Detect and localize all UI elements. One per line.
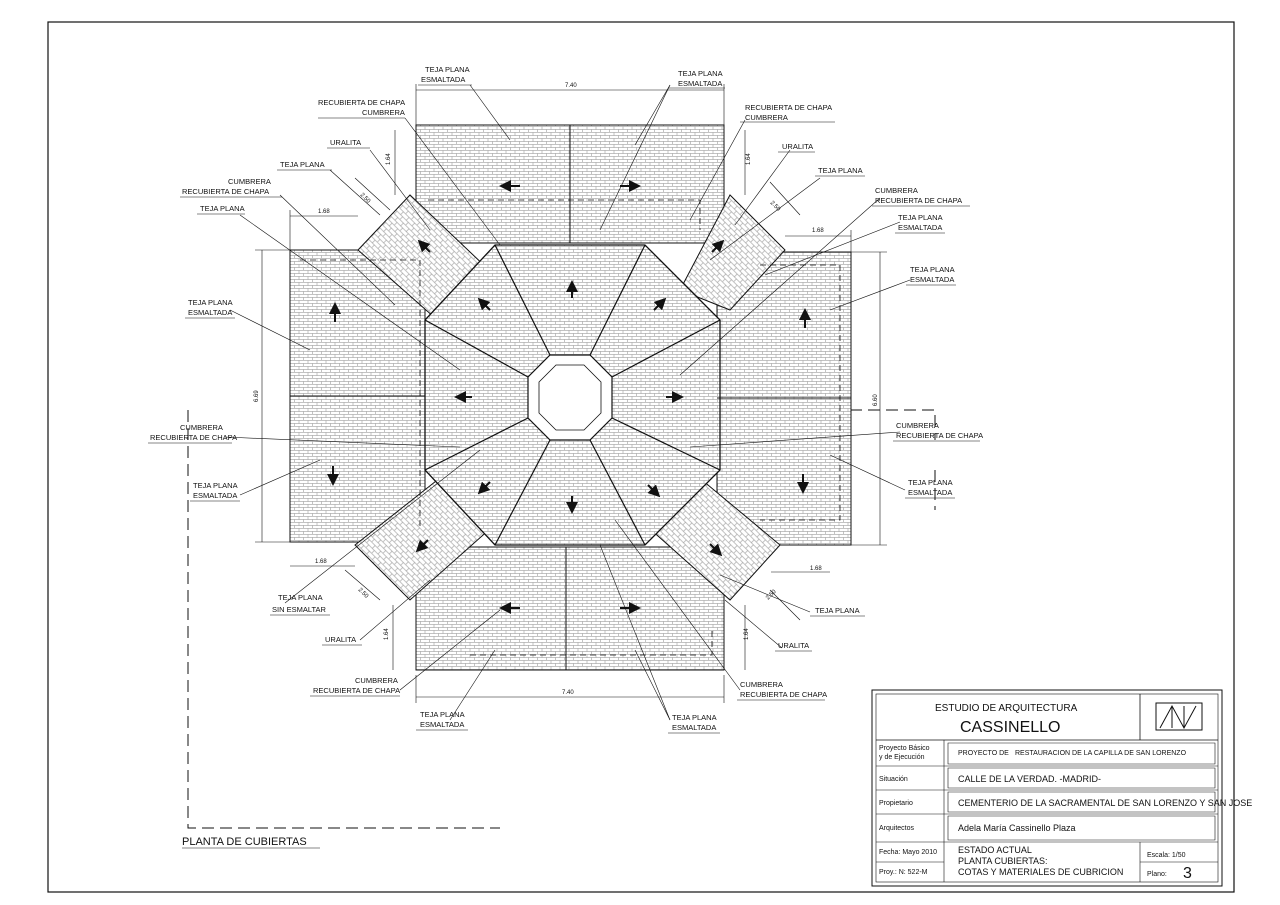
title-block: ESTUDIO DE ARQUITECTURA CASSINELLO Proye… <box>871 689 1252 887</box>
label-recubierta-chapa: RECUBIERTA DE CHAPA <box>896 431 983 440</box>
label-teja-plana: TEJA PLANA <box>425 65 470 74</box>
label-teja-plana: TEJA PLANA <box>678 69 723 78</box>
label-esmaltada: ESMALTADA <box>678 79 722 88</box>
label-esmaltada: ESMALTADA <box>188 308 232 317</box>
label-teja-plana: TEJA PLANA <box>200 204 245 213</box>
row-value-propietario: CEMENTERIO DE LA SACRAMENTAL DE SAN LORE… <box>958 798 1252 808</box>
lantern-inner <box>538 364 602 431</box>
label-cumbrera: CUMBRERA <box>228 177 271 186</box>
label-teja-plana: TEJA PLANA <box>193 481 238 490</box>
label-sin-esmaltar: SIN ESMALTAR <box>272 605 326 614</box>
label-recubierta-chapa: RECUBIERTA DE CHAPA <box>318 98 405 107</box>
label-cumbrera: CUMBRERA <box>896 421 939 430</box>
label-cumbrera: CUMBRERA <box>875 186 918 195</box>
label-recubierta-chapa: RECUBIERTA DE CHAPA <box>740 690 827 699</box>
label-esmaltada: ESMALTADA <box>910 275 954 284</box>
label-teja-plana: TEJA PLANA <box>908 478 953 487</box>
label-teja-plana: TEJA PLANA <box>188 298 233 307</box>
label-esmaltada: ESMALTADA <box>421 75 465 84</box>
dim-top-width: 7.40 <box>565 83 577 89</box>
dim-wing-c: 1.68 <box>315 559 327 565</box>
label-recubierta-chapa: RECUBIERTA DE CHAPA <box>150 433 237 442</box>
sheet-border <box>47 21 1235 893</box>
dashed-footprint <box>187 410 500 829</box>
material-labels: TEJA PLANA ESMALTADA TEJA PLANA ESMALTAD… <box>148 65 983 734</box>
row-label-proyecto: Proyecto Básico <box>879 745 930 752</box>
studio-logo <box>1155 702 1203 731</box>
label-teja-plana: TEJA PLANA <box>420 710 465 719</box>
estado-line-2: PLANTA CUBIERTAS: <box>958 856 1048 866</box>
label-recubierta-chapa: RECUBIERTA DE CHAPA <box>875 196 962 205</box>
escala: Escala: 1/50 <box>1147 852 1186 859</box>
label-recubierta-chapa: RECUBIERTA DE CHAPA <box>745 103 832 112</box>
label-teja-plana: TEJA PLANA <box>672 713 717 722</box>
row-label-propietario: Propietario <box>879 800 913 807</box>
dim-left-height: 6.69 <box>254 390 260 402</box>
dim-wing-a: 1.68 <box>318 209 330 215</box>
dashed-footprint-right <box>850 409 936 510</box>
row-label-arquitectos: Arquitectos <box>879 825 915 832</box>
label-esmaltada: ESMALTADA <box>908 488 952 497</box>
dim-v-b: 1.64 <box>746 153 752 165</box>
proy-number: Proy.: N: 522-M <box>879 869 928 876</box>
dim-v-c: 1.64 <box>384 628 390 640</box>
plano-label: Plano: <box>1147 871 1167 878</box>
drawing-title: PLANTA DE CUBIERTAS <box>182 836 307 848</box>
row-label-situacion: Situación <box>879 776 908 783</box>
label-uralita: URALITA <box>330 138 361 147</box>
roof-panel-bottom <box>415 546 725 671</box>
label-esmaltada: ESMALTADA <box>898 223 942 232</box>
studio-line: ESTUDIO DE ARQUITECTURA <box>935 703 1078 714</box>
dim-bottom-width: 7.40 <box>562 690 574 696</box>
dim-wing-d: 1.68 <box>810 566 822 572</box>
roof-plan: 7.40 7.40 6.69 6.60 1.68 1.68 1.68 1.68 … <box>254 83 887 703</box>
row-label-proyecto-2: y de Ejecución <box>879 754 925 761</box>
label-cumbrera: CUMBRERA <box>740 680 783 689</box>
label-cumbrera: CUMBRERA <box>180 423 223 432</box>
label-recubierta-chapa: RECUBIERTA DE CHAPA <box>182 187 269 196</box>
label-teja-plana: TEJA PLANA <box>815 606 860 615</box>
dim-diag-d: 2.50 <box>765 588 778 601</box>
estado-line-3: COTAS Y MATERIALES DE CUBRICION <box>958 867 1123 877</box>
dim-diag-a: 2.50 <box>359 192 372 205</box>
label-cumbrera: CUMBRERA <box>745 113 788 122</box>
studio-name: CASSINELLO <box>960 719 1060 736</box>
estado-line-1: ESTADO ACTUAL <box>958 845 1032 855</box>
fecha: Fecha: Mayo 2010 <box>879 849 937 856</box>
label-cumbrera: CUMBRERA <box>362 108 405 117</box>
label-uralita: URALITA <box>778 641 809 650</box>
dim-v-a: 1.64 <box>386 153 392 165</box>
label-uralita: URALITA <box>782 142 813 151</box>
row-prefix-proyecto: PROYECTO DE <box>958 750 1009 757</box>
plano-value: 3 <box>1183 865 1192 882</box>
dim-wing-b: 1.68 <box>812 228 824 234</box>
label-teja-plana: TEJA PLANA <box>278 593 323 602</box>
label-esmaltada: ESMALTADA <box>420 720 464 729</box>
label-recubierta-chapa: RECUBIERTA DE CHAPA <box>313 686 400 695</box>
row-value-proyecto: RESTAURACION DE LA CAPILLA DE SAN LORENZ… <box>1015 750 1187 757</box>
dim-v-d: 1.64 <box>744 628 750 640</box>
label-esmaltada: ESMALTADA <box>193 491 237 500</box>
row-value-arquitectos: Adela María Cassinello Plaza <box>958 823 1076 833</box>
row-value-situacion: CALLE DE LA VERDAD. -MADRID- <box>958 774 1101 784</box>
dim-right-height: 6.60 <box>873 394 879 406</box>
label-teja-plana: TEJA PLANA <box>818 166 863 175</box>
label-cumbrera: CUMBRERA <box>355 676 398 685</box>
label-esmaltada: ESMALTADA <box>672 723 716 732</box>
label-teja-plana: TEJA PLANA <box>280 160 325 169</box>
leader-lines <box>224 84 911 721</box>
label-teja-plana: TEJA PLANA <box>898 213 943 222</box>
label-uralita: URALITA <box>325 635 356 644</box>
label-teja-plana: TEJA PLANA <box>910 265 955 274</box>
